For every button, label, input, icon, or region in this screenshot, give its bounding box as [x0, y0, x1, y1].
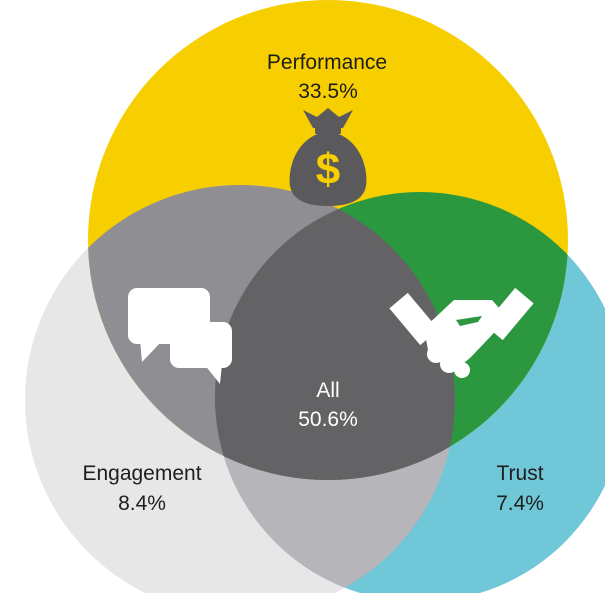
- engagement-value: 8.4%: [118, 492, 166, 515]
- svg-text:$: $: [316, 145, 340, 194]
- performance-label: Performance: [267, 51, 387, 74]
- money-bag-icon: $: [289, 108, 367, 206]
- chat-bubbles-icon: [128, 288, 232, 384]
- all-value: 50.6%: [298, 408, 358, 431]
- trust-value: 7.4%: [496, 492, 544, 515]
- all-overlap: [215, 192, 455, 480]
- engagement-label: Engagement: [82, 462, 201, 485]
- handshake-icon: [389, 287, 534, 378]
- all-label: All: [316, 379, 339, 402]
- performance-value: 33.5%: [298, 80, 358, 103]
- trust-label: Trust: [496, 462, 543, 485]
